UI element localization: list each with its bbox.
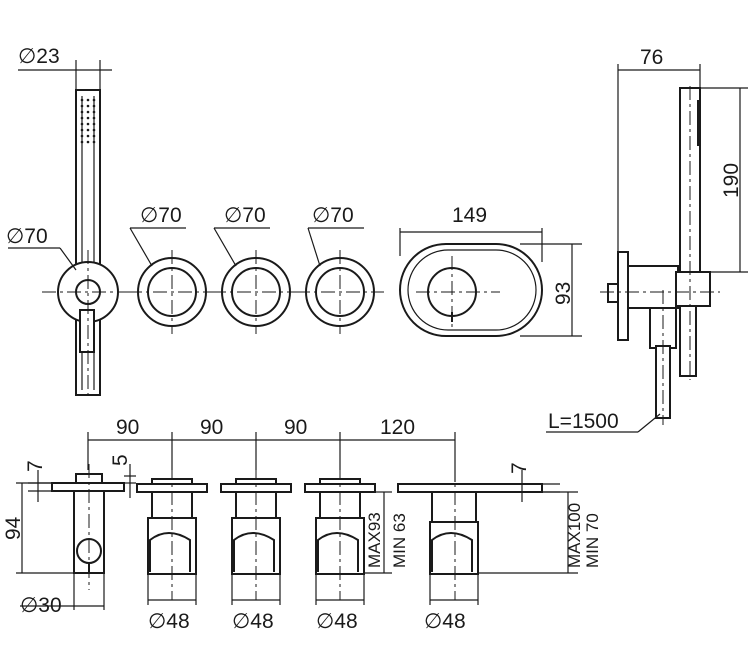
valve-body-2: ∅48 bbox=[220, 466, 292, 633]
flange-offset-label: 5 bbox=[109, 454, 132, 466]
holder-height-label: 94 bbox=[2, 516, 25, 540]
knob3-diameter-label: ∅70 bbox=[312, 204, 354, 227]
body1-diameter-label: ∅48 bbox=[148, 610, 190, 633]
mixer-min-label: MIN 70 bbox=[583, 513, 602, 568]
mixer-plate-front: 149 93 bbox=[399, 204, 582, 337]
knob1-diameter-label: ∅70 bbox=[140, 204, 182, 227]
knob-front-1: ∅70 bbox=[128, 204, 216, 334]
spacing-1-label: 90 bbox=[116, 416, 139, 439]
spray-holes-side-icon bbox=[697, 100, 701, 146]
body2-diameter-label: ∅48 bbox=[232, 610, 274, 633]
spacing-2-label: 90 bbox=[200, 416, 223, 439]
spacing-3-label: 90 bbox=[284, 416, 307, 439]
side-depth-label: 76 bbox=[640, 46, 663, 69]
valve-min-label: MIN 63 bbox=[390, 513, 409, 568]
valve-max-label: MAX93 bbox=[365, 512, 384, 568]
side-height-label: 190 bbox=[720, 163, 743, 198]
spacing-dimensions: 90 90 90 120 bbox=[87, 416, 456, 482]
knob-front-3: ∅70 bbox=[296, 204, 384, 334]
holder-side-view: 7 5 94 ∅30 bbox=[2, 454, 136, 617]
knob2-diameter-label: ∅70 bbox=[224, 204, 266, 227]
knob-front-2: ∅70 bbox=[212, 204, 300, 334]
mixer-max-label: MAX100 bbox=[565, 503, 584, 568]
side-view: 76 190 L=1500 bbox=[546, 46, 748, 433]
valve-body-3: ∅48 MAX93 MIN 63 bbox=[304, 466, 409, 633]
hand-shower-front-view: ∅23 ∅70 bbox=[6, 45, 134, 400]
mixer-body-side: ∅48 7 MAX100 MIN 70 bbox=[397, 462, 602, 633]
flange-left-label: 7 bbox=[24, 460, 47, 472]
hose-length-label: L=1500 bbox=[548, 410, 619, 433]
spray-holes-icon bbox=[80, 98, 96, 144]
valve-body-1: ∅48 bbox=[136, 466, 208, 633]
body3-diameter-label: ∅48 bbox=[316, 610, 358, 633]
flange-right-label: 7 bbox=[508, 462, 531, 474]
plate-width-label: 149 bbox=[452, 204, 487, 227]
holder-diameter-label: ∅30 bbox=[20, 594, 62, 617]
spacing-4-label: 120 bbox=[380, 416, 415, 439]
body4-diameter-label: ∅48 bbox=[424, 610, 466, 633]
hand-shower-diameter-label: ∅23 bbox=[18, 45, 60, 68]
plate-height-label: 93 bbox=[552, 282, 575, 305]
handle-diameter-label: ∅70 bbox=[6, 225, 48, 248]
